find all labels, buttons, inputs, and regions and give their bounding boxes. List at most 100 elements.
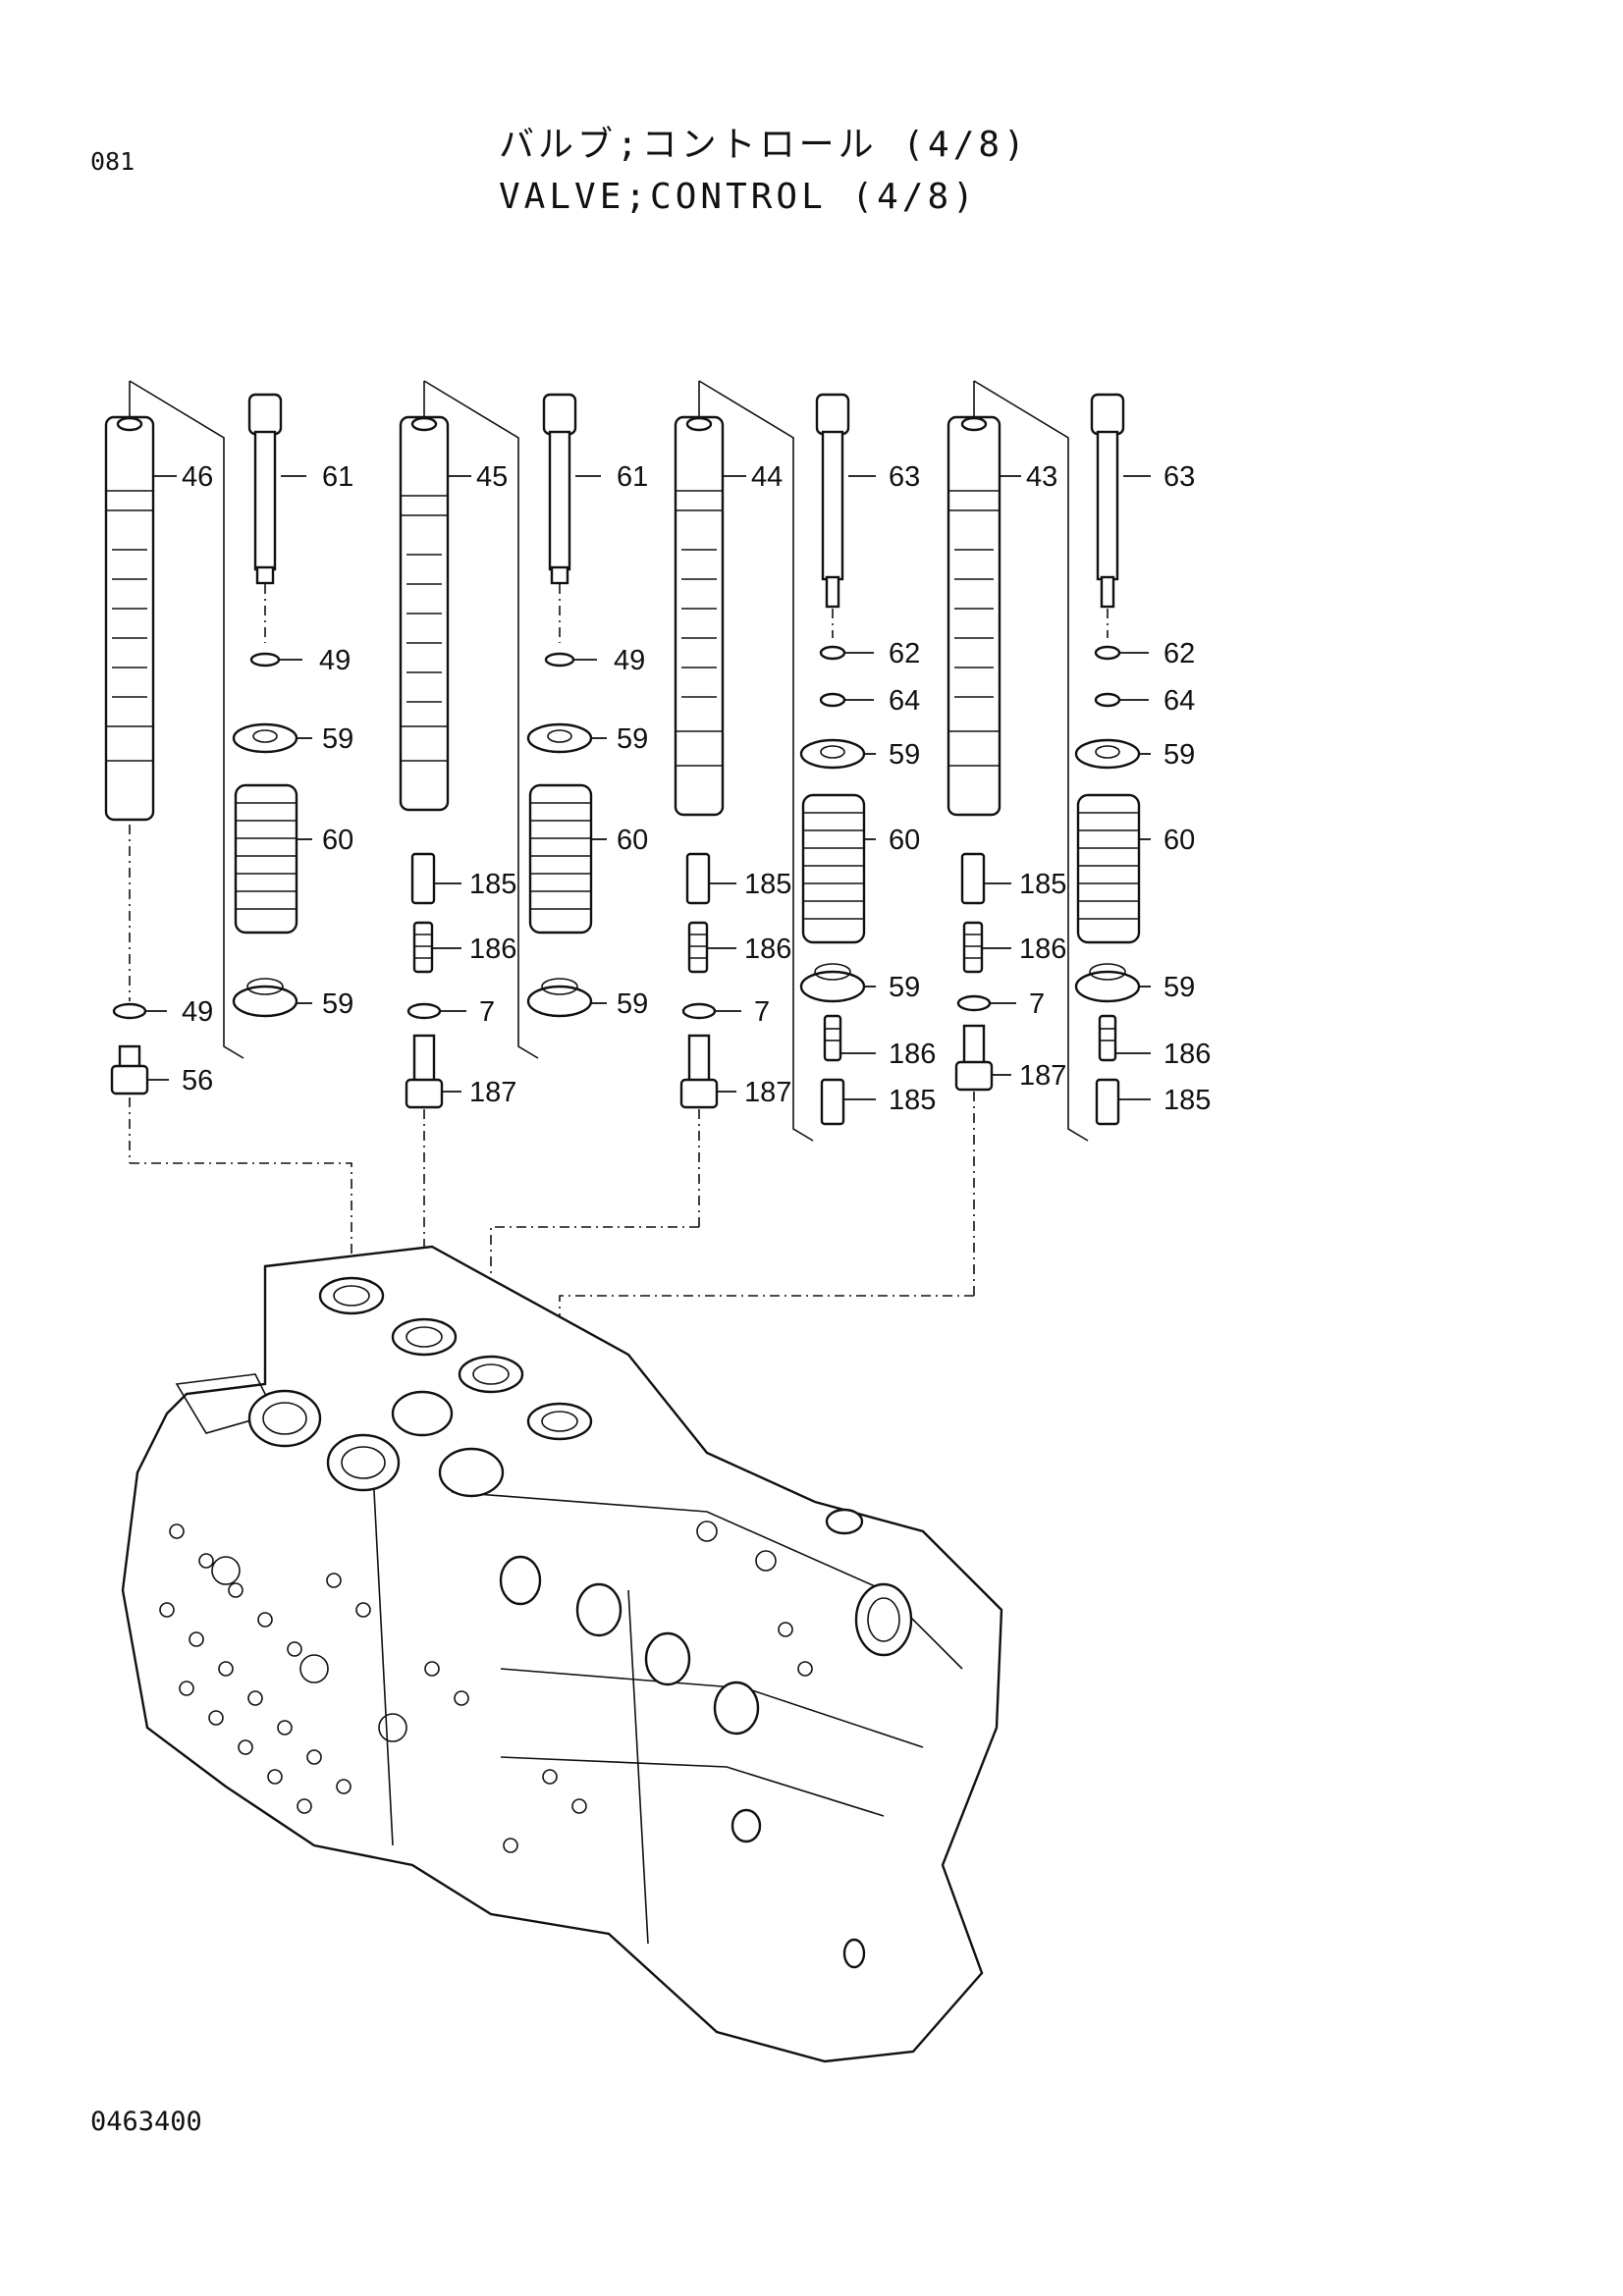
callout-187: 187 (469, 1077, 516, 1108)
plug-187 (679, 1034, 719, 1109)
port (575, 1582, 622, 1637)
spring-seat-59 (526, 722, 593, 754)
spring-186 (687, 921, 709, 974)
port (391, 1390, 454, 1437)
ring-62 (1094, 645, 1121, 661)
spring-60 (234, 783, 298, 934)
spring-60 (801, 793, 866, 944)
port (842, 1938, 866, 1969)
page-number: 081 (90, 147, 135, 176)
callout-44: 44 (751, 461, 783, 493)
callout-43: 43 (1026, 461, 1057, 493)
title-japanese: バルブ;コントロール (4/8) (499, 125, 1029, 165)
callout-64: 64 (1163, 685, 1195, 717)
port (326, 1433, 401, 1492)
piston-185 (410, 852, 436, 905)
title-english: VALVE;CONTROL (4/8) (499, 177, 978, 217)
spring-60 (528, 783, 593, 934)
plug-187 (405, 1034, 444, 1109)
callout-7: 7 (479, 996, 495, 1028)
port (825, 1508, 864, 1535)
callout-185: 185 (469, 869, 516, 900)
port (438, 1447, 505, 1498)
callout-186: 186 (1019, 934, 1066, 965)
o-ring-7 (406, 1002, 442, 1020)
o-ring-49 (544, 652, 575, 667)
callout-59: 59 (1163, 972, 1195, 1003)
spring-seat-59 (799, 970, 866, 1003)
callout-187: 187 (1019, 1060, 1066, 1092)
callout-60: 60 (617, 825, 648, 856)
spool-44 (674, 415, 725, 817)
port (391, 1317, 458, 1357)
callout-186: 186 (889, 1039, 936, 1070)
port (526, 1402, 593, 1441)
callout-56: 56 (182, 1065, 213, 1096)
spring-186 (962, 921, 984, 974)
callout-60: 60 (1163, 825, 1195, 856)
spring-186 (412, 921, 434, 974)
spring-186 (1098, 1014, 1117, 1062)
o-ring-7 (956, 994, 992, 1012)
group-2-spool-45: 45 61 49 59 60 185 186 59 7 187 (399, 380, 648, 1315)
spool-46 (104, 415, 155, 822)
callout-7: 7 (1029, 988, 1045, 1020)
plug-63 (1090, 393, 1125, 609)
callout-59: 59 (1163, 739, 1195, 771)
plug-56 (110, 1044, 149, 1095)
callout-46: 46 (182, 461, 213, 493)
callout-45: 45 (476, 461, 508, 493)
callout-185: 185 (744, 869, 791, 900)
port (499, 1555, 542, 1606)
ring-62 (819, 645, 846, 661)
spring-seat-59 (1074, 970, 1141, 1003)
piston-185 (685, 852, 711, 905)
port (458, 1355, 524, 1394)
spring-seat-59 (799, 738, 866, 770)
o-ring-49 (249, 652, 281, 667)
spring-60 (1076, 793, 1141, 944)
callout-187: 187 (744, 1077, 791, 1108)
o-ring-7 (681, 1002, 717, 1020)
spring-seat-59 (232, 722, 298, 754)
spring-seat-59 (526, 985, 593, 1018)
callout-62: 62 (889, 638, 920, 669)
assembly-lines (130, 1162, 974, 1414)
callout-186: 186 (1163, 1039, 1211, 1070)
callout-186: 186 (469, 934, 516, 965)
callout-49: 49 (319, 645, 351, 676)
callout-63: 63 (889, 461, 920, 493)
callout-185: 185 (1019, 869, 1066, 900)
spring-seat-59 (232, 985, 298, 1018)
callout-186: 186 (744, 934, 791, 965)
callout-63: 63 (1163, 461, 1195, 493)
spool-43 (947, 415, 1001, 817)
callout-49: 49 (614, 645, 645, 676)
piston-185 (1095, 1078, 1120, 1126)
piston-185 (960, 852, 986, 905)
port (854, 1582, 913, 1657)
group-4-spool-43: 43 63 62 64 59 60 185 186 59 7 187 186 1… (947, 380, 1211, 1296)
callout-7: 7 (754, 996, 770, 1028)
plug-61 (247, 393, 283, 585)
port (644, 1631, 691, 1686)
callout-49: 49 (182, 996, 213, 1028)
callout-59: 59 (617, 723, 648, 755)
group-1-spool-46: 46 61 49 59 60 59 49 56 (104, 380, 353, 1163)
plug-61 (542, 393, 577, 585)
piston-185 (820, 1078, 845, 1126)
callout-59: 59 (322, 723, 353, 755)
spool-45 (399, 415, 450, 812)
port (730, 1808, 762, 1843)
callout-59: 59 (617, 988, 648, 1020)
callout-62: 62 (1163, 638, 1195, 669)
spring-186 (823, 1014, 842, 1062)
spring-seat-59 (1074, 738, 1141, 770)
port (318, 1276, 385, 1315)
callout-185: 185 (1163, 1085, 1211, 1116)
callout-60: 60 (889, 825, 920, 856)
ring-64 (1094, 692, 1121, 708)
port (713, 1681, 760, 1735)
callout-64: 64 (889, 685, 920, 717)
